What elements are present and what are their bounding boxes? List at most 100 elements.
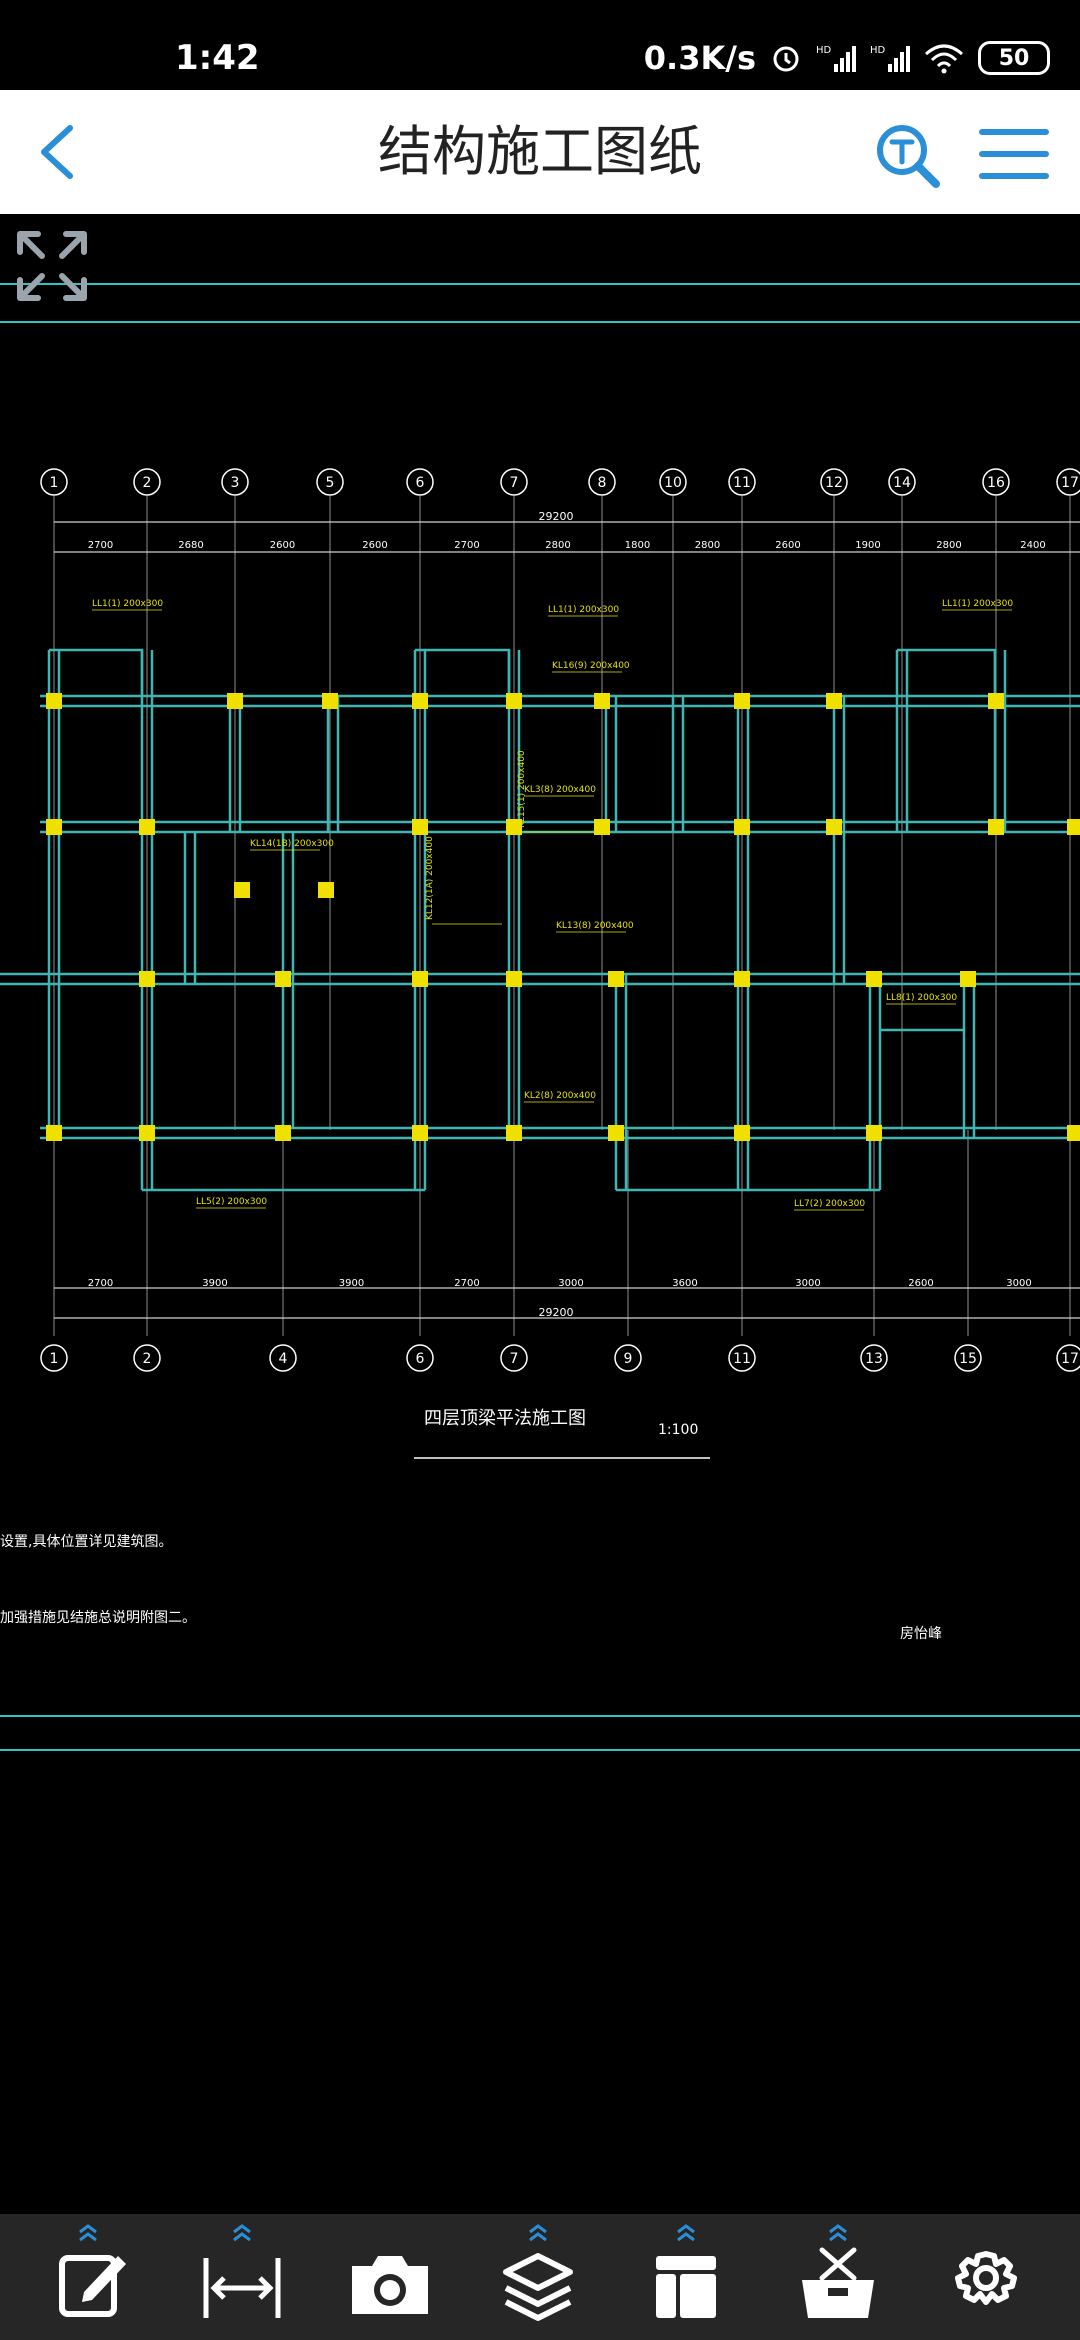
dimension-label: 2700 [454,540,479,551]
svg-text:KL12(1A) 200x400: KL12(1A) 200x400 [425,836,435,920]
svg-text:HD: HD [816,45,832,56]
bottom-toolbar [0,2214,1080,2340]
axis-marker: 10 [659,468,687,496]
axis-marker: 12 [820,468,848,496]
dimension-label: 3900 [339,1278,364,1289]
axis-marker: 7 [500,1344,528,1372]
column [988,693,1004,709]
svg-text:16: 16 [987,475,1005,491]
column [46,1125,62,1141]
beam-label: LL1(1) 200x300 [548,605,619,617]
dimension-label: 2600 [362,540,387,551]
camera-icon [352,2256,428,2314]
axis-marker: 2 [133,1344,161,1372]
dimension-label: 2700 [454,1278,479,1289]
column [234,882,250,898]
axis-marker: 14 [888,468,916,496]
toolbox-tool[interactable] [788,2214,888,2340]
axis-marker: 2 [133,468,161,496]
axis-marker: 17 [1056,468,1080,496]
menu-icon[interactable] [978,124,1050,184]
column [322,693,338,709]
svg-text:1: 1 [50,475,59,491]
column [412,1125,428,1141]
dimension-label: 2800 [936,540,961,551]
measure-tool[interactable] [192,2214,292,2340]
fullscreen-icon[interactable] [14,228,90,304]
signal-icon: HD [870,45,910,72]
axis-marker: 7 [500,468,528,496]
svg-text:7: 7 [510,1351,519,1367]
column [318,882,334,898]
dimension-label: 2700 [88,540,113,551]
axis-marker: 6 [406,468,434,496]
camera-tool[interactable] [340,2214,440,2340]
svg-text:2: 2 [143,1351,152,1367]
axis-marker: 4 [269,1344,297,1372]
status-indicators: 0.3K/s HD HD 50 [644,38,1050,78]
annotate-tool[interactable] [44,2214,144,2340]
note-line: 设置,具体位置详见建筑图。 [0,1534,172,1550]
svg-text:17: 17 [1061,1351,1079,1367]
axis-marker: 15 [954,1344,982,1372]
svg-text:LL7(2) 200x300: LL7(2) 200x300 [794,1199,865,1209]
svg-text:6: 6 [416,475,425,491]
axis-marker: 9 [614,1344,642,1372]
beam-label: KL15(1) 200x400 [517,750,594,833]
svg-text:KL2(8) 200x400: KL2(8) 200x400 [524,1091,596,1101]
beam-label: LL1(1) 200x300 [92,599,163,611]
column [608,971,624,987]
beam-label: KL16(9) 200x400 [552,661,630,673]
axis-marker: 5 [316,468,344,496]
layers-icon [503,2253,573,2321]
column [412,971,428,987]
settings-tool[interactable] [936,2214,1036,2340]
back-arrow-icon[interactable] [30,122,90,182]
svg-text:17: 17 [1061,475,1079,491]
column [866,971,882,987]
column [1067,1125,1080,1141]
beam-label: LL1(1) 200x300 [942,599,1013,611]
app-header: 结构施工图纸 [0,90,1080,215]
column [412,819,428,835]
axis-marker: 13 [860,1344,888,1372]
svg-text:KL14(1B) 200x300: KL14(1B) 200x300 [250,839,334,849]
layers-tool[interactable] [488,2214,588,2340]
axis-marker: 8 [588,468,616,496]
axis-marker: 11 [728,1344,756,1372]
dimension-label: 2800 [545,540,570,551]
column [46,693,62,709]
dimension-label: 1900 [855,540,880,551]
beam-label: LL5(2) 200x300 [196,1197,267,1209]
column [826,693,842,709]
text-search-icon[interactable] [872,120,942,190]
svg-text:5: 5 [326,475,335,491]
beam-label: KL14(1B) 200x300 [250,839,334,851]
signature: 房怡峰 [900,1626,942,1642]
svg-text:6: 6 [416,1351,425,1367]
column [46,819,62,835]
settings-icon [955,2251,1017,2305]
column [866,1125,882,1141]
measure-icon [203,2258,281,2318]
svg-text:KL15(1) 200x400: KL15(1) 200x400 [517,750,527,828]
toolbox-icon [802,2247,874,2318]
page-title: 结构施工图纸 [378,120,702,183]
layout-tool[interactable] [636,2214,736,2340]
column [506,1125,522,1141]
column [275,971,291,987]
svg-text:LL8(1) 200x300: LL8(1) 200x300 [886,993,957,1003]
column [139,819,155,835]
dimension-label: 2700 [88,1278,113,1289]
bottom-axis-markers: 1 2 4 6 7 9 11 13 15 17 [40,1344,1080,1372]
column [960,971,976,987]
column [139,1125,155,1141]
column [594,819,610,835]
svg-text:1: 1 [50,1351,59,1367]
axis-marker: 17 [1056,1344,1080,1372]
column [506,819,522,835]
